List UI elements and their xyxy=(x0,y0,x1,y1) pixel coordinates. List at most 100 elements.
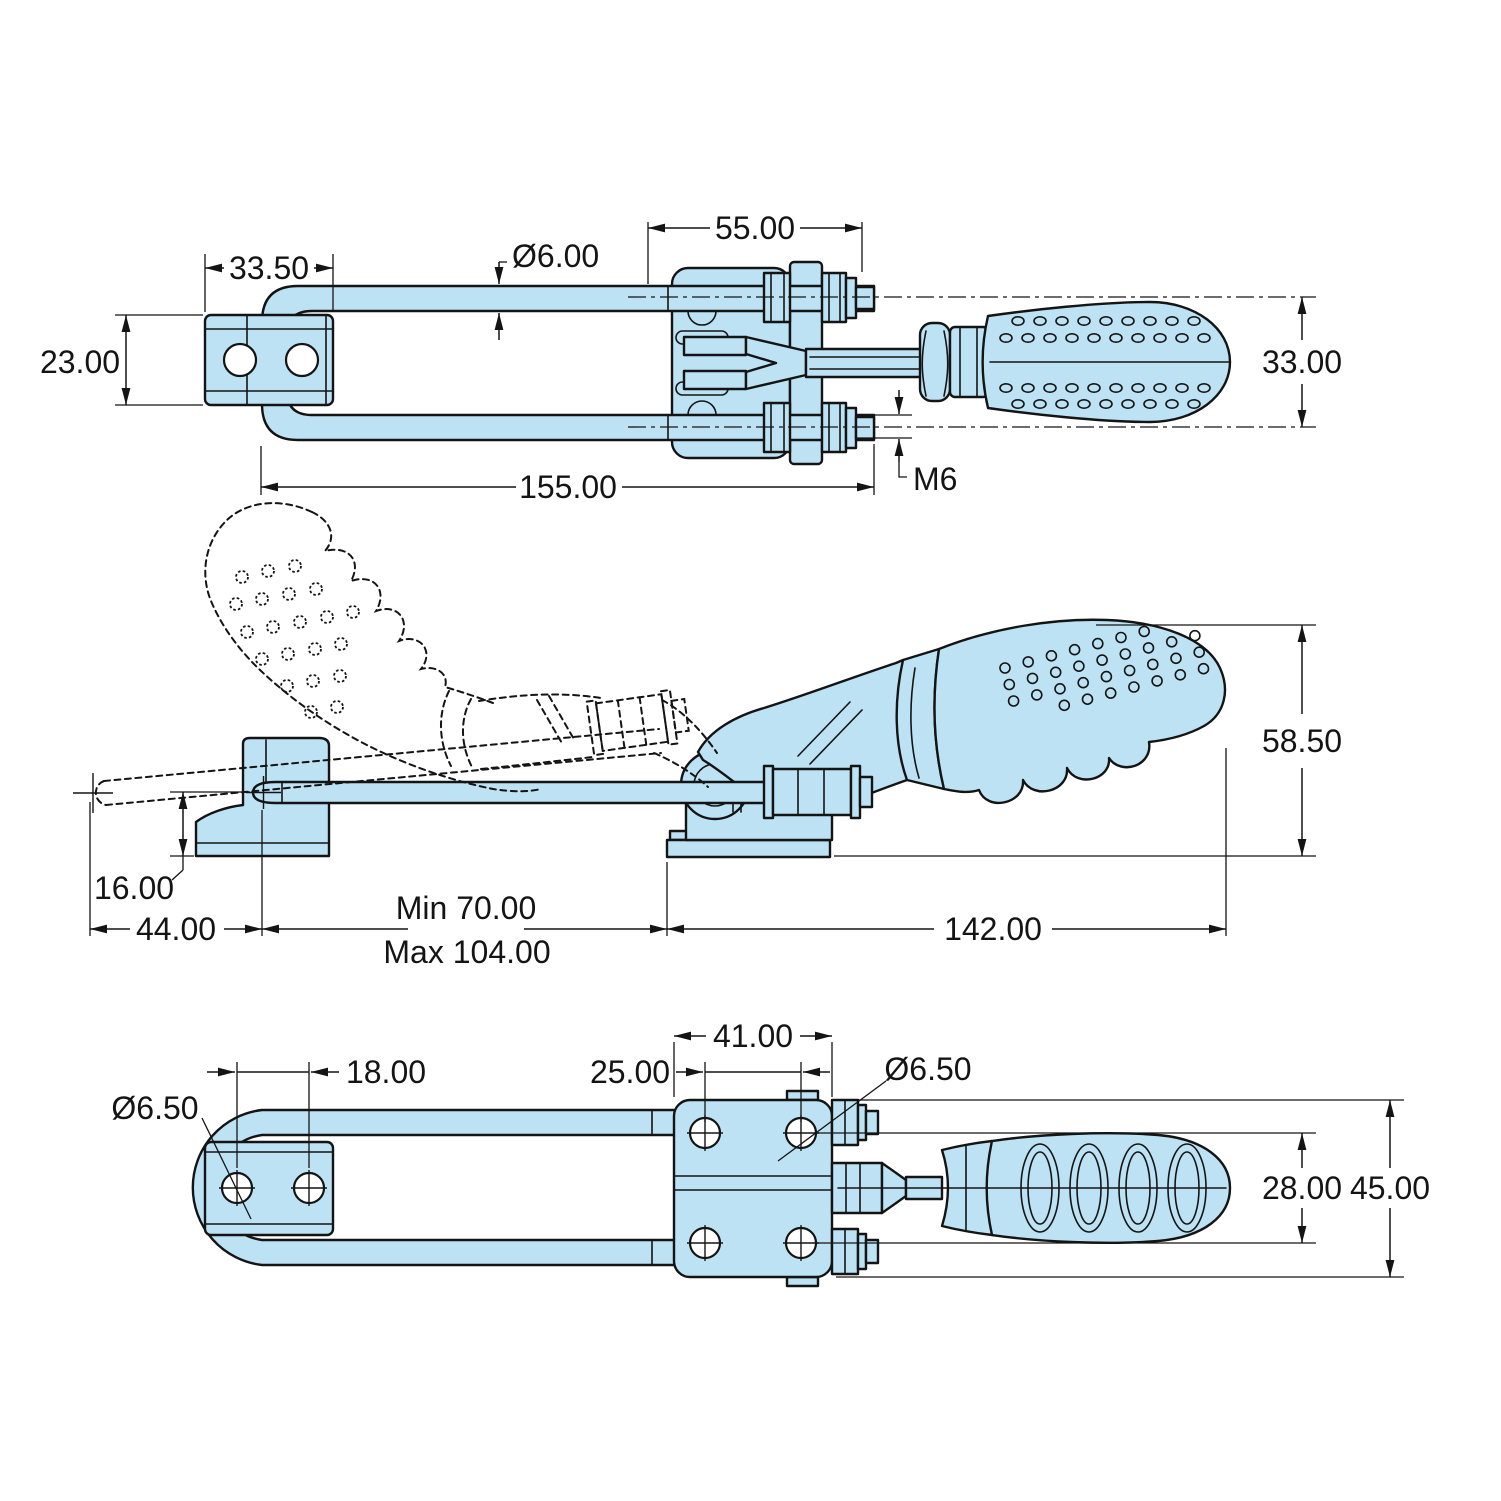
dim-top-rod-diameter: Ø6.00 xyxy=(494,238,599,340)
dimple xyxy=(1151,675,1163,687)
dimple xyxy=(1187,315,1201,326)
dimple xyxy=(1109,382,1123,393)
dimple xyxy=(1197,332,1211,343)
dimple xyxy=(1187,398,1201,409)
dim-top-rod-spacing: 33.00 xyxy=(1262,297,1342,427)
phantom-trunnion-nuts xyxy=(585,688,690,757)
dim-side-closed-length: 142.00 xyxy=(666,748,1227,947)
dimple xyxy=(1170,652,1182,665)
phantom-grip-dimples xyxy=(229,559,360,719)
dim-top-overall-length: 155.00 xyxy=(260,444,875,505)
phantom-dimple xyxy=(255,592,269,606)
dimple xyxy=(1109,332,1123,343)
dim-top-body-width-label: 55.00 xyxy=(715,210,795,246)
dimple xyxy=(1033,315,1047,326)
dimple xyxy=(1087,332,1101,343)
dimple xyxy=(1021,382,1035,393)
dimple xyxy=(1143,398,1157,409)
dimple xyxy=(1081,693,1094,706)
dimple xyxy=(1055,315,1069,326)
dim-bottom-body-width: 41.00 xyxy=(673,1018,833,1097)
dimple xyxy=(1175,382,1189,393)
dim-side-base-height: 16.00 xyxy=(94,791,250,906)
side-grip-dimples xyxy=(999,625,1210,712)
top-grip-dimples xyxy=(999,315,1211,409)
phantom-dimple xyxy=(281,647,295,661)
dimple xyxy=(1123,664,1136,677)
dim-bottom-body-hole-diameter: Ø6.50 xyxy=(777,1051,972,1162)
dimple xyxy=(1068,643,1081,656)
dim-top-bracket-height: 23.00 xyxy=(40,314,203,406)
phantom-dimple xyxy=(333,669,347,683)
view-bottom: 41.00 18.00 25.00 Ø6.50 Ø6.50 xyxy=(111,1018,1430,1288)
view-top-plan: 33.50 Ø6.00 55.00 23.00 33.00 xyxy=(40,210,1342,505)
dim-side-reach-min-label: Min 70.00 xyxy=(396,890,537,926)
dimple xyxy=(1096,654,1108,666)
dim-top-body-width: 55.00 xyxy=(647,210,863,284)
dimple xyxy=(1077,315,1091,326)
phantom-dimple xyxy=(255,652,269,666)
dim-bottom-body-hole-spacing: 25.00 xyxy=(590,1054,830,1122)
phantom-dimple xyxy=(309,582,323,596)
phantom-dimple xyxy=(308,642,322,656)
dimple xyxy=(1099,315,1113,326)
dimple xyxy=(1007,695,1020,707)
dim-top-bracket-width: 33.50 xyxy=(204,250,334,312)
view-side-elevation: 16.00 44.00 Min 70.00 Max 104.00 142.00 … xyxy=(73,502,1342,970)
dimple xyxy=(999,332,1013,343)
dim-bottom-overall-width-label: 45.00 xyxy=(1350,1170,1430,1206)
dimple xyxy=(1142,642,1155,654)
top-rod-thread-stub-lower xyxy=(854,415,876,441)
dimple xyxy=(1189,629,1201,642)
side-open-position-phantom xyxy=(73,502,718,813)
phantom-dimple xyxy=(240,625,254,639)
dim-bottom-bracket-hole-spacing: 18.00 xyxy=(207,1054,426,1168)
phantom-dimple xyxy=(280,679,294,693)
dimple xyxy=(1138,625,1150,638)
top-bracket-hole-left xyxy=(222,342,258,378)
phantom-dimple xyxy=(261,564,275,578)
dimple xyxy=(1119,648,1132,660)
dim-top-thread-size: M6 xyxy=(856,390,957,497)
dim-bottom-bracket-hole-diameter-label: Ø6.50 xyxy=(111,1090,198,1126)
dimple xyxy=(1022,656,1034,668)
dimple xyxy=(1033,398,1047,409)
dimple xyxy=(1104,687,1117,699)
dimple xyxy=(1165,315,1179,326)
dim-side-reach-min-max: Min 70.00 Max 104.00 xyxy=(262,890,667,970)
phantom-dimple xyxy=(346,605,360,619)
dim-top-rod-diameter-label: Ø6.00 xyxy=(512,238,599,274)
dim-top-rod-spacing-label: 33.00 xyxy=(1262,344,1342,380)
dimple xyxy=(1115,631,1127,644)
phantom-rod-lower-edge xyxy=(105,752,662,806)
dimple xyxy=(999,382,1013,393)
dimple xyxy=(1065,382,1079,393)
phantom-dimple xyxy=(282,587,296,601)
dim-side-overall-height: 58.50 xyxy=(834,624,1342,857)
phantom-dimple xyxy=(330,700,344,714)
dimple xyxy=(1045,649,1058,662)
dimple xyxy=(1175,332,1189,343)
dimple xyxy=(1100,670,1113,683)
dimple xyxy=(1026,672,1039,685)
dimple xyxy=(1128,681,1140,693)
dimple xyxy=(1065,332,1079,343)
phantom-dimple xyxy=(293,615,307,629)
dimple xyxy=(1011,398,1025,409)
top-keeper-bracket xyxy=(203,313,335,407)
phantom-dimple xyxy=(306,674,320,688)
dimple xyxy=(1087,382,1101,393)
dim-top-overall-length-label: 155.00 xyxy=(519,469,617,505)
dimple xyxy=(1197,662,1210,675)
dim-side-closed-length-label: 142.00 xyxy=(944,911,1042,947)
phantom-rod-upper-edge xyxy=(103,728,660,782)
dimple xyxy=(1099,398,1113,409)
top-body-notch-lower xyxy=(687,400,717,416)
phantom-grip-scallops xyxy=(311,511,494,704)
dim-side-base-height-label: 16.00 xyxy=(94,870,174,906)
dim-side-overall-height-label: 58.50 xyxy=(1262,723,1342,759)
bottom-mounting-body xyxy=(672,1089,834,1288)
dim-bottom-body-width-label: 41.00 xyxy=(713,1018,793,1054)
